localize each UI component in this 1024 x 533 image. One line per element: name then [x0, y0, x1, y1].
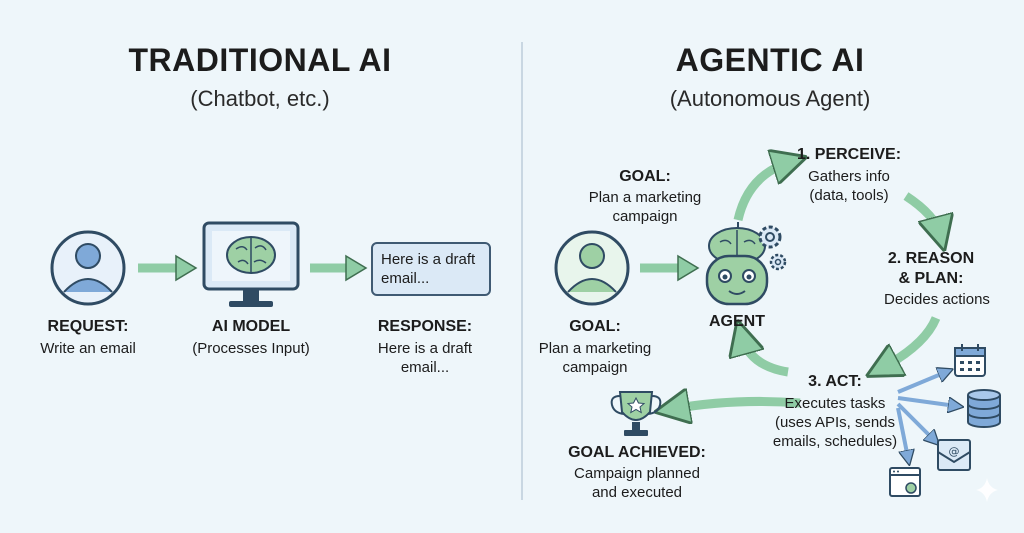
- reason-text: Decides actions: [884, 291, 990, 308]
- database-icon: [967, 389, 1001, 428]
- svg-text:@: @: [949, 445, 960, 458]
- reason-label-line2: & PLAN:: [898, 270, 964, 287]
- gear-icon: [758, 225, 787, 271]
- response-text-line1: Here is a draft: [377, 340, 473, 357]
- ai-model-text: (Processes Input): [192, 340, 310, 357]
- email-icon: @: [937, 439, 971, 471]
- user-icon: [50, 230, 126, 306]
- goal-achieved-label: GOAL ACHIEVED:: [568, 444, 706, 461]
- request-text: Write an email: [40, 340, 136, 357]
- browser-icon: [889, 467, 921, 497]
- traditional-subtitle: (Chatbot, etc.): [190, 86, 330, 111]
- act-line3: emails, schedules): [772, 433, 898, 450]
- agentic-subtitle: (Autonomous Agent): [669, 86, 871, 111]
- arrow-act-to-agent: [742, 337, 789, 377]
- response-text-line2: email...: [400, 359, 450, 376]
- calendar-icon: [954, 344, 986, 377]
- perceive-line1: Gathers info: [808, 168, 890, 185]
- traditional-title: TRADITIONAL AI: [128, 42, 392, 78]
- user-icon: [554, 230, 630, 306]
- arrow-reason-to-act: [882, 316, 941, 368]
- agentic-title: AGENTIC AI: [675, 42, 865, 78]
- brain-icon: [226, 236, 276, 274]
- goal-achieved-line2: and executed: [591, 484, 683, 501]
- arrow-goal-to-agent: [640, 254, 700, 282]
- goal-top-line2: campaign: [612, 208, 678, 225]
- goal-top-line1: Plan a marketing: [588, 189, 702, 206]
- reason-label-line1: 2. REASON: [887, 250, 975, 267]
- arrow-agent-to-perceive: [733, 162, 790, 222]
- arrow-model-to-response: [310, 254, 368, 282]
- arrow-request-to-model: [138, 254, 198, 282]
- perceive-label: 1. PERCEIVE:: [796, 146, 902, 163]
- perceive-line2: (data, tools): [809, 187, 889, 204]
- response-bubble: Here is a draft email...: [371, 242, 491, 296]
- goal-user-label: GOAL:: [569, 318, 621, 335]
- goal-user-line2: campaign: [562, 359, 628, 376]
- goal-top-label: GOAL:: [619, 168, 671, 185]
- arrow-act-to-achieved: [672, 401, 801, 409]
- sparkle-icon: [976, 478, 998, 502]
- act-label: 3. ACT:: [808, 373, 862, 390]
- trophy-icon: [610, 391, 662, 436]
- act-line1: Executes tasks: [784, 395, 886, 412]
- goal-user-line1: Plan a marketing: [538, 340, 652, 357]
- goal-achieved-line1: Campaign planned: [574, 465, 700, 482]
- robot-icon: [705, 222, 769, 306]
- ai-model-label: AI MODEL: [211, 318, 291, 335]
- response-label: RESPONSE:: [377, 318, 473, 335]
- act-line2: (uses APIs, sends: [774, 414, 896, 431]
- agent-label: AGENT: [709, 313, 765, 330]
- arrow-perceive-to-reason: [903, 192, 940, 234]
- request-label: REQUEST:: [47, 318, 129, 335]
- tool-arrows: [896, 372, 956, 458]
